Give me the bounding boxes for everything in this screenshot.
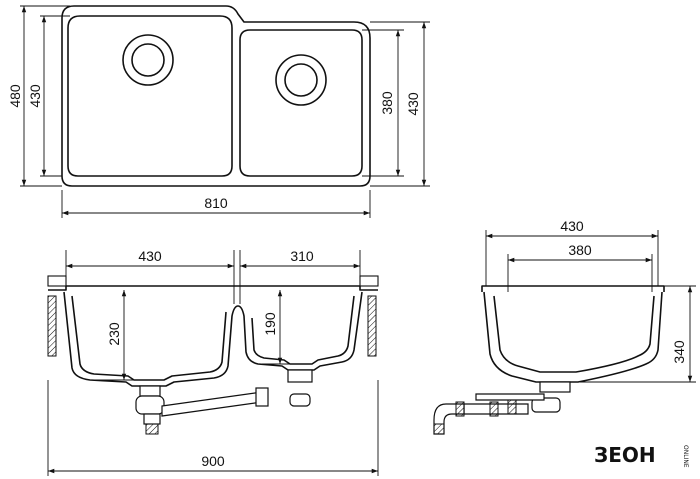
right-drain-outer: [275, 54, 327, 106]
right-drain-inner: [284, 63, 318, 97]
dim-label-380: 380: [379, 91, 395, 115]
top-view-outer-outline: [61, 5, 371, 187]
side-drain-lower: [531, 397, 561, 413]
right-drain-body: [287, 369, 313, 383]
overflow-connector: [255, 387, 269, 407]
dim-label-190: 190: [262, 312, 278, 336]
side-overflow-hose: [475, 393, 545, 401]
dim-label-900: 900: [201, 453, 225, 469]
dim-label-430-side: 430: [560, 218, 584, 234]
dim-label-230: 230: [106, 322, 122, 346]
left-drain-trap: [135, 395, 165, 415]
right-bowl-profile: [237, 291, 363, 371]
front-view: 430 310 230 190 900: [47, 248, 379, 476]
right-bowl-outline: [239, 29, 363, 177]
logo-brand-text: ЗЕОН: [594, 443, 656, 467]
left-drain-body: [139, 385, 161, 397]
left-bowl-outline: [67, 15, 233, 177]
dim-label-430-left: 430: [27, 84, 43, 108]
side-siphon-thread: [433, 423, 445, 435]
dim-label-380-side: 380: [568, 242, 592, 258]
right-bowl-profile-inner: [251, 295, 355, 365]
dim-label-810: 810: [204, 195, 228, 211]
side-rim: [481, 285, 665, 292]
side-siphon-coupling-2: [489, 401, 499, 417]
side-siphon-coupling-1: [455, 401, 465, 417]
right-drain-lower: [289, 393, 311, 407]
left-bowl-profile-inner: [71, 295, 227, 381]
left-drain-inner: [131, 43, 165, 77]
side-bowl-inner: [493, 295, 655, 373]
dim-label-310: 310: [290, 248, 314, 264]
countertop-right-top: [359, 275, 379, 287]
countertop-right-hatch: [367, 295, 377, 357]
countertop-left-hatch: [47, 295, 57, 357]
dim-label-430-right: 430: [405, 92, 421, 116]
dim-label-340: 340: [671, 340, 687, 364]
logo-tagline-text: ONLINE: [682, 445, 689, 468]
left-bowl-profile: [63, 291, 239, 387]
side-bowl-outer: [483, 291, 663, 383]
dim-label-430-front: 430: [138, 248, 162, 264]
side-view: 430 380 340: [433, 218, 696, 435]
countertop-left-top: [47, 275, 67, 287]
side-drain-body: [539, 381, 571, 393]
left-drain-outer: [122, 34, 174, 86]
left-drain-outlet: [143, 413, 161, 425]
top-view: 480 430 380 430 810: [7, 5, 430, 218]
sink-rim: [48, 285, 378, 291]
dim-label-480: 480: [7, 84, 23, 108]
overflow-hose: [161, 391, 263, 417]
zeon-logo: ЗЕОН ONLINE: [594, 443, 689, 468]
left-drain-thread: [145, 423, 159, 435]
